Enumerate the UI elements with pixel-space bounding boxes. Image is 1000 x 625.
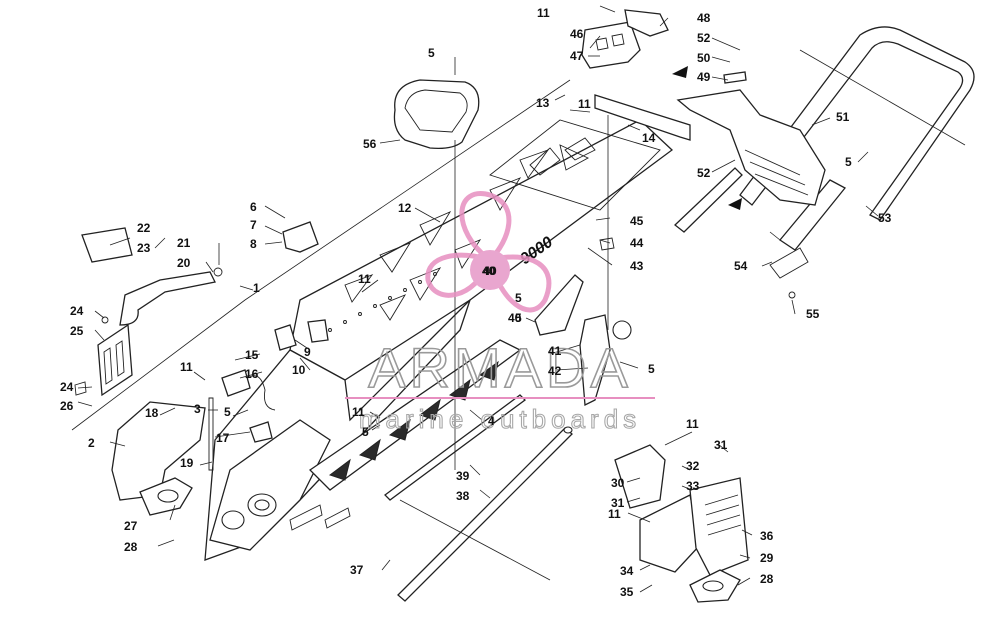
callout-4: 4 <box>488 414 495 428</box>
callout-2: 2 <box>88 436 95 450</box>
callout-52a: 52 <box>697 31 711 45</box>
callout-5g: 5 <box>515 311 522 325</box>
direction-arrows <box>672 66 742 210</box>
callout-40a: 40 <box>482 264 496 278</box>
callout-11d: 11 <box>180 360 193 374</box>
front-brackets-part-2 <box>81 227 216 516</box>
callout-24a: 24 <box>70 304 84 318</box>
callout-5c: 5 <box>362 425 369 439</box>
callout-40b: 40 <box>508 311 522 325</box>
callout-26: 26 <box>60 399 74 413</box>
callout-19: 19 <box>180 456 194 470</box>
callout-55: 55 <box>806 307 820 321</box>
callout-1: 1 <box>253 281 260 295</box>
callout-17: 17 <box>216 431 230 445</box>
callout-30: 30 <box>611 476 625 490</box>
callout-39: 39 <box>456 469 470 483</box>
leader-lines <box>71 5 966 593</box>
seat-part-56 <box>393 79 480 150</box>
callout-31a: 31 <box>714 438 728 452</box>
callout-25: 25 <box>70 324 84 338</box>
callout-24b: 24 <box>60 380 74 394</box>
callout-41: 41 <box>548 344 562 358</box>
callout-9: 9 <box>304 345 311 359</box>
callout-27: 27 <box>124 519 138 533</box>
callout-46: 46 <box>570 27 584 41</box>
callout-11c: 11 <box>358 272 371 286</box>
callout-11a: 11 <box>537 6 550 20</box>
callout-11f: 11 <box>686 417 699 431</box>
callout-43: 43 <box>630 259 644 273</box>
callout-20: 20 <box>177 256 191 270</box>
callout-47: 47 <box>570 49 584 63</box>
callout-8: 8 <box>250 237 257 251</box>
callout-32: 32 <box>686 459 700 473</box>
armada-brand-text: ARMADA <box>368 336 632 399</box>
callout-23: 23 <box>137 241 151 255</box>
snowflap-assembly-part-49 <box>674 71 826 233</box>
callout-28a: 28 <box>124 540 138 554</box>
armada-tagline-text: marine outboards <box>359 404 641 434</box>
armada-watermark: 40 ARMADA marine outboards <box>345 191 655 435</box>
callout-13: 13 <box>536 96 550 110</box>
armada-logo-number: 40 <box>483 264 497 278</box>
callout-36: 36 <box>760 529 774 543</box>
callout-44: 44 <box>630 236 644 250</box>
callout-10: 10 <box>292 363 306 377</box>
callout-35: 35 <box>620 585 634 599</box>
callout-3: 3 <box>194 402 201 416</box>
callout-15: 15 <box>245 348 259 362</box>
callout-5b: 5 <box>224 405 231 419</box>
callout-42: 42 <box>548 364 562 378</box>
callout-48: 48 <box>697 11 711 25</box>
callout-21: 21 <box>177 236 191 250</box>
callout-12: 12 <box>398 201 412 215</box>
right-bracket-part-41 <box>534 274 632 407</box>
callout-16: 16 <box>245 367 259 381</box>
callout-11g: 11 <box>608 507 621 521</box>
callout-53: 53 <box>878 211 892 225</box>
fasteners <box>74 237 809 471</box>
callout-50: 50 <box>697 51 711 65</box>
callout-45: 45 <box>630 214 644 228</box>
armada-logo-dot <box>470 250 510 290</box>
callout-28b: 28 <box>760 572 774 586</box>
callout-37: 37 <box>350 563 364 577</box>
callout-52b: 52 <box>697 166 711 180</box>
callout-51: 51 <box>836 110 850 124</box>
callout-34: 34 <box>620 564 634 578</box>
callout-56: 56 <box>363 137 377 151</box>
callout-5a: 5 <box>428 46 435 60</box>
callout-11b: 11 <box>578 97 591 111</box>
callout-5e: 5 <box>648 362 655 376</box>
callout-54: 54 <box>734 259 748 273</box>
callout-labels: 1 2 3 4 5 5 5 5 5 5 5 6 7 8 9 10 11 11 1… <box>60 6 892 599</box>
armada-logo-icon <box>425 191 552 313</box>
bracket-part-8 <box>221 221 329 443</box>
callout-29: 29 <box>760 551 774 565</box>
callout-11e: 11 <box>352 405 365 419</box>
callout-6: 6 <box>250 200 257 214</box>
callout-38: 38 <box>456 489 470 503</box>
callout-49: 49 <box>697 70 711 84</box>
lower-brackets-part-34 <box>614 444 749 603</box>
callout-14: 14 <box>642 131 656 145</box>
callout-5d: 5 <box>515 291 522 305</box>
callout-18: 18 <box>145 406 159 420</box>
callout-33: 33 <box>686 479 700 493</box>
hitch-bracket-part-47 <box>581 9 691 141</box>
callout-31b: 31 <box>611 496 625 510</box>
callout-7: 7 <box>250 218 257 232</box>
callout-22: 22 <box>137 221 151 235</box>
callout-5f: 5 <box>845 155 852 169</box>
